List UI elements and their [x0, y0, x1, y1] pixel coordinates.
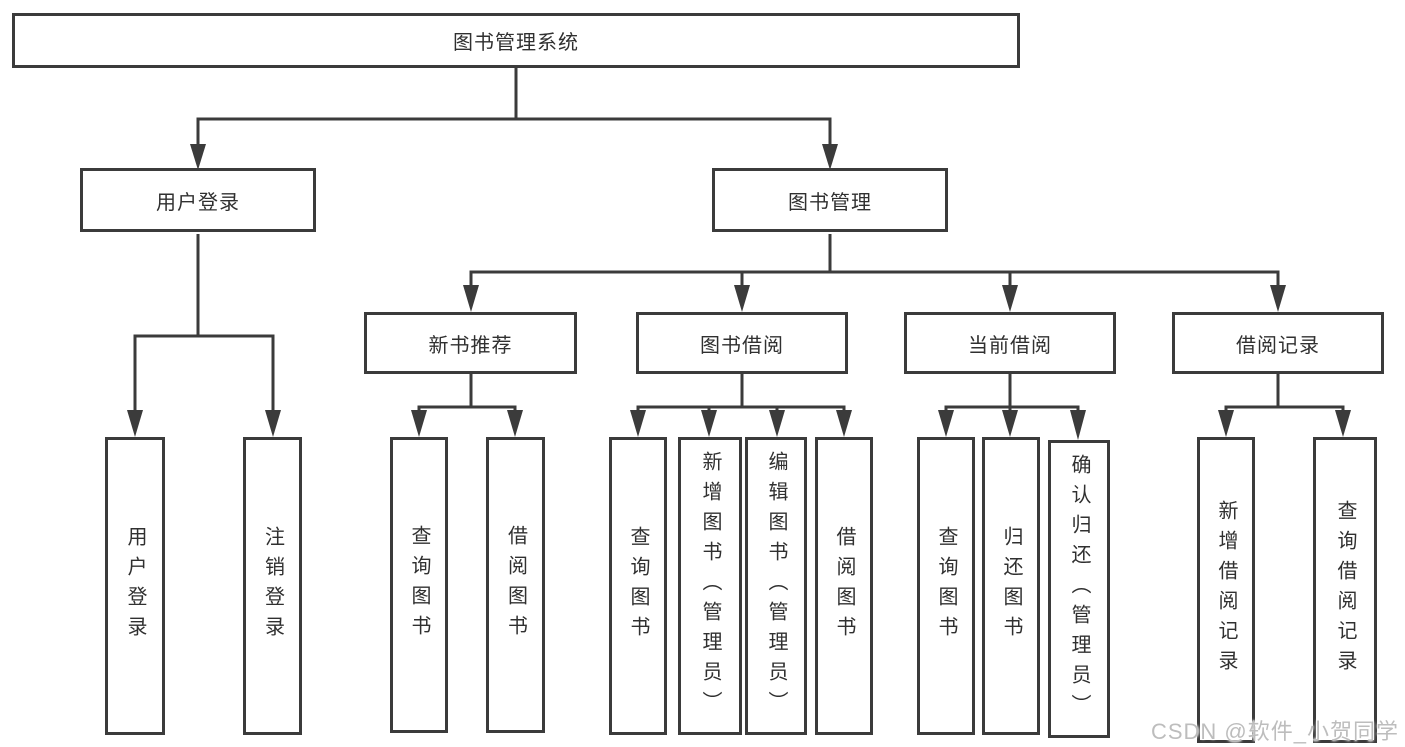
node-book-borrowing: 图书借阅: [636, 312, 848, 374]
leaf-add-books-admin: 新增图书（管理员）: [678, 437, 742, 735]
leaf-label: 归还图书: [1000, 526, 1022, 646]
leaf-label: 编辑图书（管理员）: [765, 451, 787, 721]
leaf-logout: 注销登录: [243, 437, 302, 735]
leaf-label: 确认归还（管理员）: [1068, 454, 1090, 724]
leaf-return-books: 归还图书: [982, 437, 1040, 735]
leaf-label: 新增借阅记录: [1215, 500, 1237, 680]
leaf-label: 借阅图书: [504, 525, 527, 645]
node-label: 图书管理: [788, 191, 872, 214]
leaf-label: 查询图书: [408, 525, 430, 645]
node-label: 新书推荐: [428, 334, 513, 357]
leaf-label: 查询图书: [627, 526, 649, 646]
node-new-book-recommendation: 新书推荐: [364, 312, 577, 374]
leaf-query-books-borrowing: 查询图书: [609, 437, 667, 735]
leaf-add-borrow-record: 新增借阅记录: [1197, 437, 1255, 743]
leaf-query-books-recommend: 查询图书: [390, 437, 448, 733]
leaf-label: 注销登录: [261, 526, 284, 646]
leaf-label: 查询借阅记录: [1334, 500, 1356, 680]
leaf-label: 用户登录: [124, 526, 146, 646]
leaf-borrow-books-borrowing: 借阅图书: [815, 437, 873, 735]
node-book-management: 图书管理: [712, 168, 948, 232]
node-label: 借阅记录: [1236, 334, 1320, 357]
node-label: 图书管理系统: [453, 32, 579, 54]
node-label: 用户登录: [156, 191, 240, 214]
leaf-query-borrow-record: 查询借阅记录: [1313, 437, 1377, 743]
leaf-label: 借阅图书: [833, 526, 855, 646]
leaf-confirm-return-admin: 确认归还（管理员）: [1048, 440, 1110, 738]
node-label: 当前借阅: [968, 334, 1052, 357]
node-borrowing-records: 借阅记录: [1172, 312, 1384, 374]
leaf-edit-books-admin: 编辑图书（管理员）: [745, 437, 807, 735]
leaf-borrow-books-recommend: 借阅图书: [486, 437, 545, 733]
node-label: 图书借阅: [700, 334, 784, 357]
leaf-query-books-current: 查询图书: [917, 437, 975, 735]
leaf-label: 查询图书: [935, 526, 957, 646]
node-library-management-system: 图书管理系统: [12, 13, 1020, 68]
leaf-user-login: 用户登录: [105, 437, 165, 735]
node-user-login: 用户登录: [80, 168, 316, 232]
csdn-watermark: CSDN @软件_小贺同学: [1150, 719, 1399, 744]
leaf-label: 新增图书（管理员）: [699, 451, 721, 721]
node-current-borrowing: 当前借阅: [904, 312, 1116, 374]
